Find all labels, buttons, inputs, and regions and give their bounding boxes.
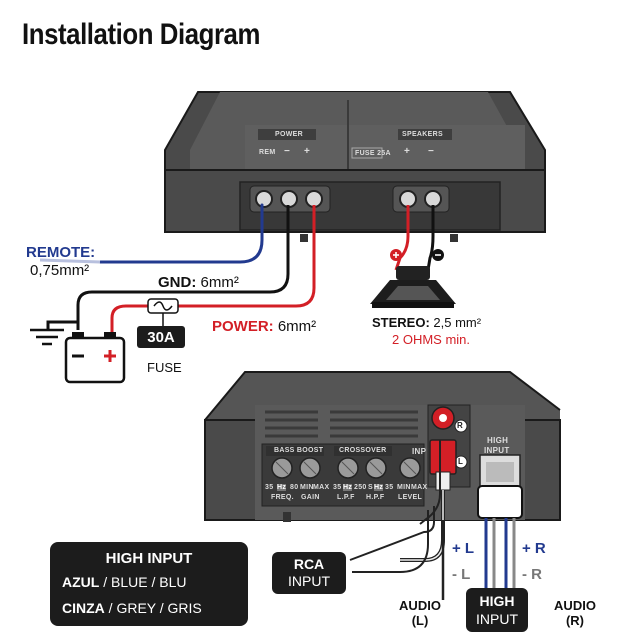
power-wiring: [30, 203, 456, 384]
rca-input-badge: RCA INPUT: [272, 552, 346, 594]
grey-bold: CINZA: [62, 600, 105, 616]
remote-label: REMOTE:: [26, 244, 96, 261]
high-input-heading: HIGH INPUT: [105, 550, 193, 567]
speaker-plus-terminal: [399, 190, 417, 208]
hz4-label: Hz: [343, 484, 353, 491]
stereo-caption: STEREO: 2,5 mm²: [372, 315, 481, 330]
plus-r-label: + R: [522, 540, 546, 557]
hz2-label: 80: [290, 484, 299, 491]
amp-plus-label: +: [304, 146, 311, 157]
amp-spk-plus-label: +: [404, 146, 411, 157]
blue-bold: AZUL: [62, 574, 100, 590]
audio-r-line1: AUDIO: [554, 598, 596, 613]
page-title: Installation Diagram: [22, 18, 260, 51]
max-label-1: MAX: [313, 484, 330, 491]
amp-power-label: POWER: [275, 131, 303, 138]
level-label: LEVEL: [398, 494, 423, 501]
hz5-label: 250: [354, 484, 367, 491]
remote-wire: [98, 203, 264, 264]
inp-label: INP: [412, 447, 427, 456]
max-label-2: MAX: [411, 484, 428, 491]
amp-spk-minus-label: −: [428, 146, 435, 157]
speaker-icon: [370, 266, 456, 308]
fuse-rating: 30A: [147, 329, 175, 346]
rem-terminal: [255, 190, 273, 208]
rca-r-label: R: [457, 421, 464, 430]
hz8-label: 35: [385, 484, 394, 491]
plus-l-label: + L: [452, 540, 475, 557]
power-wire: [110, 205, 316, 338]
min-label-2: MIN: [397, 484, 411, 491]
audio-r-line2: (R): [565, 613, 585, 628]
rca-l-label: L: [458, 457, 464, 466]
rca-line2: INPUT: [288, 573, 330, 589]
amp-high-label: HIGH: [487, 436, 509, 445]
high-input-badge: HIGH INPUT: [466, 588, 528, 632]
power-gauge: 6mm²: [277, 318, 317, 335]
amp-speakers-label: SPEAKERS: [402, 131, 443, 138]
freq-label: FREQ.: [271, 494, 294, 501]
hz6-label: S: [368, 484, 373, 491]
hz1b-label: Hz: [277, 484, 287, 491]
gnd-gauge: 6mm²: [200, 274, 239, 291]
amp-rem-label: REM: [259, 149, 276, 156]
grey-rest: / GREY / GRIS: [104, 600, 202, 616]
high-input-legend: HIGH INPUT AZUL / BLUE / BLU CINZA / GRE…: [50, 542, 248, 626]
minus-r-label: - R: [522, 566, 542, 583]
blue-rest: / BLUE / BLU: [99, 574, 187, 590]
hpf-label: H.P.F: [366, 494, 385, 501]
top-amplifier: [164, 91, 546, 242]
power-caption: POWER: 6mm²: [212, 318, 316, 335]
audio-l-line1: AUDIO: [399, 598, 441, 613]
amp-input-label: INPUT: [484, 446, 510, 455]
stereo-gauge: 2,5 mm²: [433, 315, 482, 330]
high-line2: INPUT: [476, 611, 518, 627]
min-label-1: MIN: [300, 484, 314, 491]
blue-wire-legend: AZUL / BLUE / BLU: [62, 574, 186, 590]
high-line1: HIGH: [479, 593, 515, 609]
speaker-minus-terminal: [424, 190, 442, 208]
rca-line1: RCA: [293, 556, 325, 572]
fuse-label: FUSE: [147, 360, 182, 375]
fuse-rating-badge: [137, 326, 185, 348]
hz1-label: 35: [265, 484, 274, 491]
rca-cables: [349, 439, 457, 600]
amp-fuse-label: FUSE 25A: [355, 150, 391, 157]
power-label-bg: [258, 129, 316, 140]
lpf-label: L.P.F: [337, 494, 355, 501]
stereo-note: 2 OHMS min.: [392, 332, 471, 347]
gnd-wire: [76, 205, 290, 330]
audio-l-line2: (L): [411, 613, 429, 628]
battery-icon: [64, 332, 126, 384]
gnd-label: GND:: [158, 274, 197, 291]
amp-minus-label: −: [284, 146, 291, 157]
speaker-minus-wire: [426, 205, 435, 271]
minus-l-label: - L: [452, 566, 471, 583]
gain-label: GAIN: [301, 494, 320, 501]
power-label: POWER:: [212, 318, 274, 335]
gnd-terminal: [280, 190, 298, 208]
high-input-wires: [477, 485, 523, 588]
grey-wire-legend: CINZA / GREY / GRIS: [62, 600, 202, 616]
hz3-label: 35: [333, 484, 342, 491]
gnd-caption: GND: 6mm²: [158, 274, 239, 291]
remote-gauge: 0,75mm²: [30, 262, 90, 279]
bass-boost-label: BASS BOOST: [274, 447, 324, 454]
speakers-label-bg: [398, 129, 452, 140]
stereo-label: STEREO:: [372, 315, 430, 330]
fuse-25a-marker: [351, 147, 383, 159]
power-terminal: [305, 190, 323, 208]
crossover-label: CROSSOVER: [339, 447, 387, 454]
hz7-label: Hz: [374, 484, 384, 491]
